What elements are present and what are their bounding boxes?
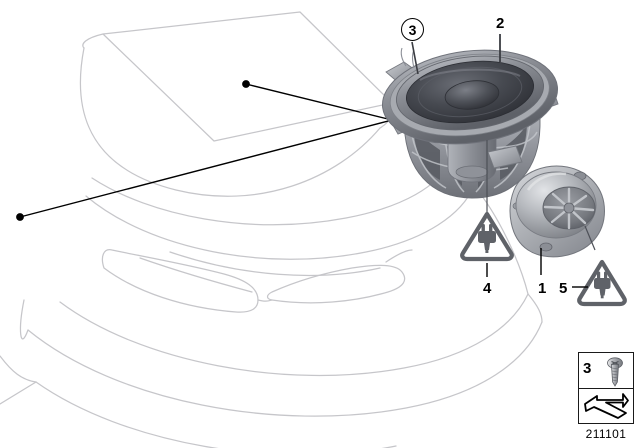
bent-direction-arrow-icon (584, 393, 629, 419)
legend-quantity-label: 3 (583, 360, 592, 377)
connector-plug-triangle-icon-5 (577, 259, 627, 307)
leader-line-lower (19, 119, 393, 218)
pan-head-screw-icon (607, 357, 623, 387)
leader-line-upper (245, 83, 393, 121)
callout-1[interactable]: 1 (538, 281, 546, 296)
warning-5-stem (584, 225, 596, 251)
legend-arrow-cell (579, 389, 633, 423)
legend-box: 3 (578, 352, 634, 424)
callout-3-circle[interactable]: 3 (401, 18, 424, 41)
callout-4[interactable]: 4 (483, 281, 491, 296)
diagram-number: 211101 (585, 427, 627, 441)
tweeter-grille-hub (563, 202, 575, 214)
callout-1-label: 1 (538, 280, 547, 297)
callout-3-leader (411, 41, 419, 75)
legend-screw-cell: 3 (579, 353, 633, 389)
callout-5-label: 5 (559, 280, 568, 297)
connector-plug-triangle-icon-4 (460, 211, 514, 262)
callout-2-label: 2 (496, 15, 505, 32)
woofer-cone (395, 55, 545, 131)
callout-5[interactable]: 5 (559, 281, 567, 296)
leader-dot-lower (16, 213, 24, 221)
callout-2[interactable]: 2 (496, 16, 504, 31)
callout-4-label: 4 (483, 280, 492, 297)
callout-3-label: 3 (408, 21, 417, 38)
leader-dot-upper (242, 80, 250, 88)
